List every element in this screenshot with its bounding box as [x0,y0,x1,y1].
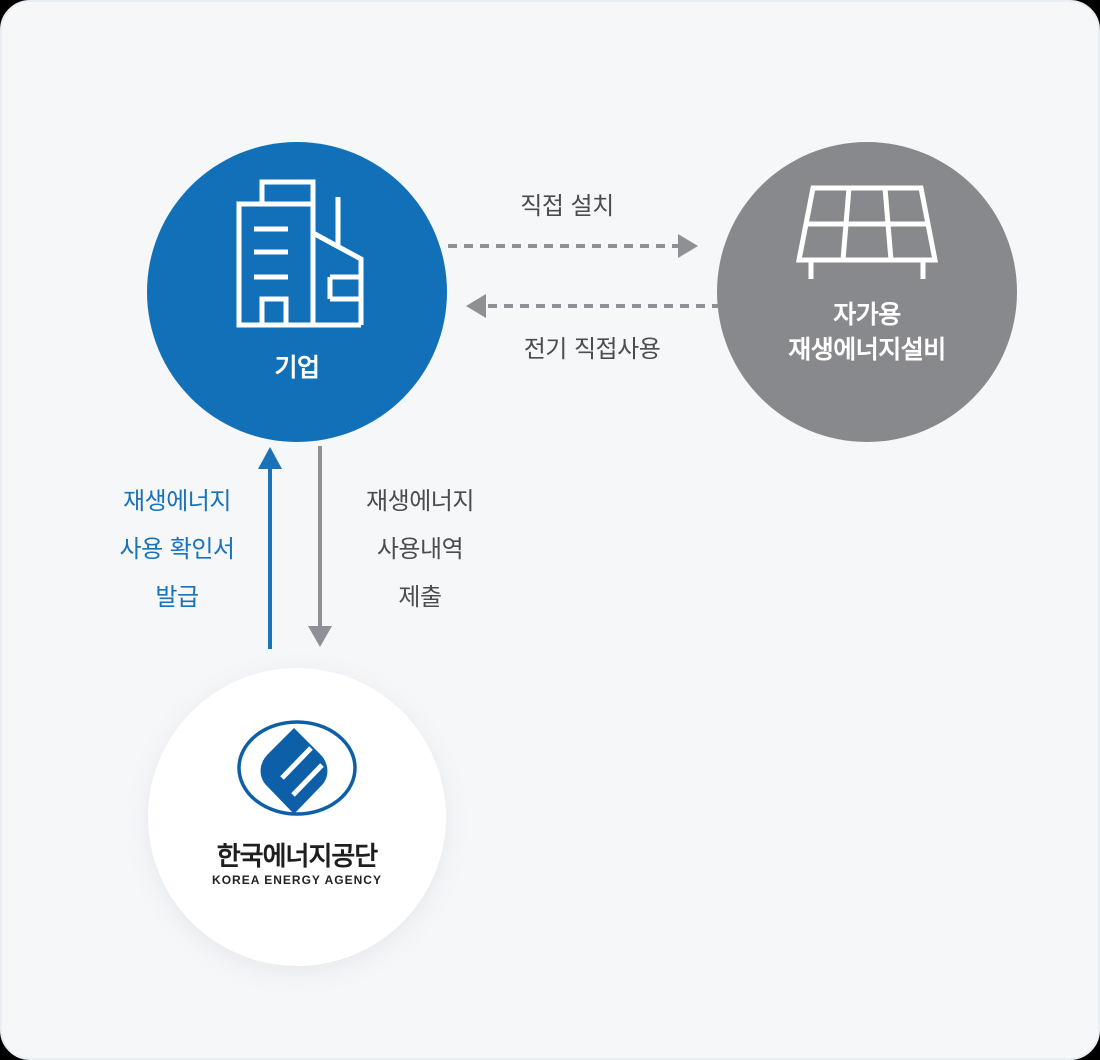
certificate-label-line3: 발급 [155,583,199,611]
submission-label-line3: 제출 [398,583,442,611]
agency-name-english: KOREA ENERGY AGENCY [212,873,382,887]
solar-panel-icon [795,185,939,279]
submission-label-line1: 재생에너지 [366,487,474,515]
facility-label-line2: 재생에너지설비 [788,335,946,364]
agency-name-korean: 한국에너지공단 [216,842,378,872]
korea-energy-agency-logo-icon [237,720,357,816]
submission-label-line2: 사용내역 [376,535,464,563]
agency-node: 한국에너지공단 KOREA ENERGY AGENCY [148,668,446,966]
company-label: 기업 [274,353,320,382]
electricity-use-flow-label: 전기 직접사용 [523,335,661,363]
facility-node: 자가용 재생에너지설비 [717,142,1017,442]
facility-label: 자가용 재생에너지설비 [717,297,1017,367]
submission-flow-label: 재생에너지 사용내역 제출 [340,477,500,621]
company-node: 기업 [147,142,447,442]
certificate-label-line1: 재생에너지 [123,487,231,515]
certificate-flow-label: 재생에너지 사용 확인서 발급 [92,477,262,621]
electricity-use-arrow [466,294,718,318]
install-arrow [448,234,698,258]
certificate-arrow [258,447,282,649]
install-flow-label: 직접 설치 [520,192,614,220]
building-icon [236,179,364,328]
submission-arrow [308,446,332,647]
facility-label-line1: 자가용 [833,300,901,329]
certificate-label-line2: 사용 확인서 [119,535,235,563]
